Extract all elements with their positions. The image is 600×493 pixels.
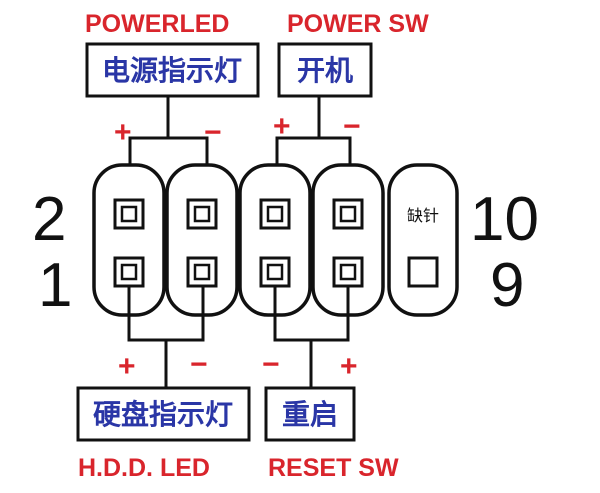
hdd-led-label-cn: 硬盘指示灯 (93, 398, 233, 431)
reset-label-en: RESET SW (268, 454, 399, 482)
power-sw-label-cn: 开机 (297, 54, 353, 87)
power-led-label-cn: 电源指示灯 (102, 54, 242, 87)
hdd-led-plus-sign: + (118, 350, 136, 383)
bottom-wires (127, 286, 350, 388)
connector-housing (92, 163, 459, 317)
pin-number-10: 10 (470, 185, 539, 254)
power-sw-plus-sign: + (273, 110, 291, 143)
power-sw-label-en: POWER SW (287, 10, 429, 38)
pin-9 (407, 256, 439, 288)
pin-number-2: 2 (32, 185, 66, 254)
hdd-led-minus-sign: − (190, 348, 208, 381)
power-sw-minus-sign: − (343, 110, 361, 143)
hdd-led-box (76, 386, 251, 442)
reset-box (264, 386, 356, 442)
power-led-box (85, 42, 260, 98)
missing-pin-label: 缺针 (407, 206, 439, 225)
reset-label-cn: 重启 (282, 398, 338, 431)
power-sw-box (277, 42, 373, 98)
power-led-minus-sign: − (204, 116, 222, 149)
pin-column-5 (387, 163, 459, 317)
pin-number-9: 9 (490, 251, 524, 320)
pins-top-row (113, 198, 364, 230)
power-led-label-en: POWERLED (85, 10, 229, 38)
pins-bottom-row (113, 256, 439, 288)
power-led-plus-sign: + (114, 116, 132, 149)
reset-plus-sign: + (340, 350, 358, 383)
reset-minus-sign: − (262, 348, 280, 381)
hdd-led-label-en: H.D.D. LED (78, 454, 210, 482)
pin-number-1: 1 (38, 251, 72, 320)
